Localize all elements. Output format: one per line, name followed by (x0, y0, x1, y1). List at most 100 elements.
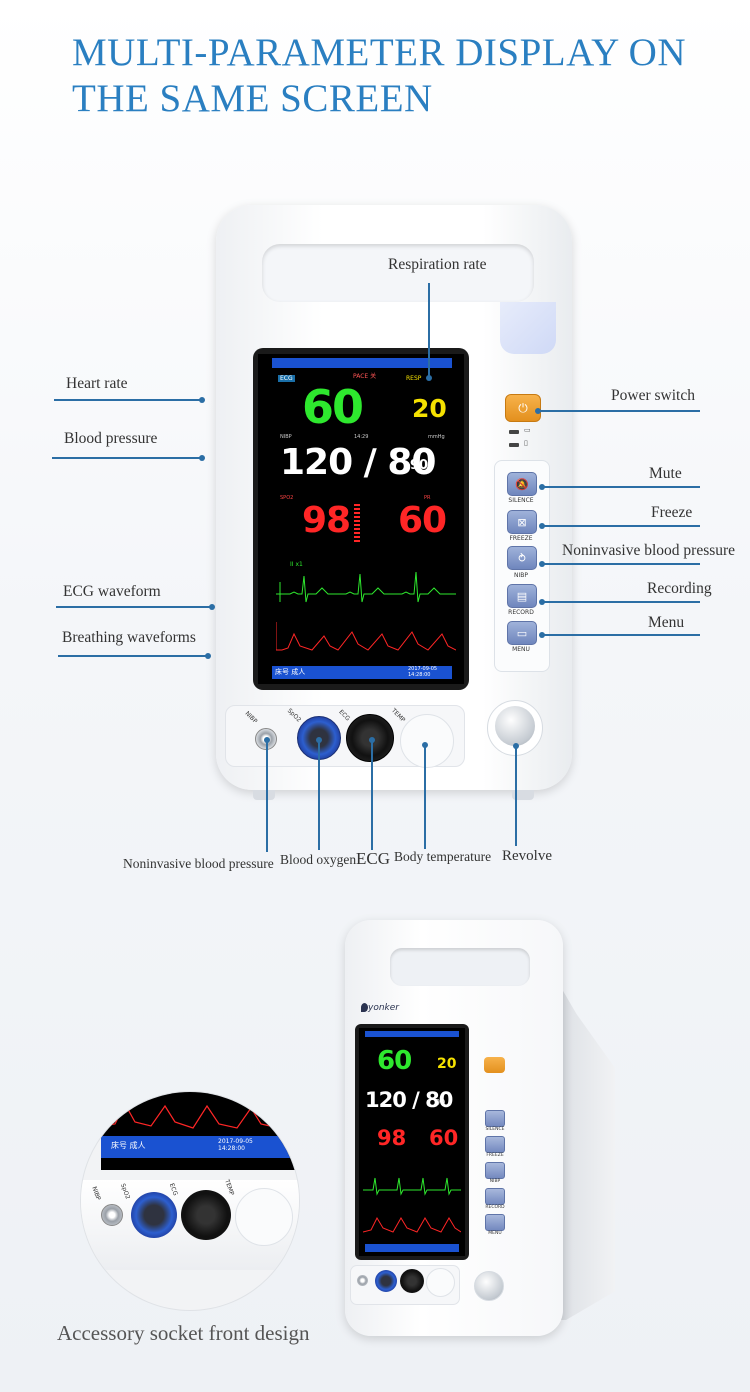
monitor-2-silence-button[interactable] (485, 1110, 505, 1127)
heart-rate-callout: Heart rate (66, 375, 128, 392)
freeze-button[interactable]: ⊠ (507, 510, 537, 534)
freeze-icon: ⊠ (517, 515, 527, 529)
monitor-2-screen: 60 20 120 / 80 90 98 60 (359, 1028, 465, 1256)
closeup-temp-socket (235, 1188, 293, 1246)
blood-oxygen-callout: Blood oxygen (280, 852, 357, 867)
freeze-callout-line (542, 525, 700, 527)
screen-bottom-bar (272, 666, 452, 679)
ecg-waveform (276, 571, 456, 603)
monitor-2-record-button[interactable] (485, 1188, 505, 1205)
menu-callout-dot (539, 632, 545, 638)
screen-datetime: 2017-09-05 14:28:00 (408, 666, 448, 678)
respiration-rate-callout: Respiration rate (388, 256, 487, 273)
screen-top-bar (272, 358, 452, 368)
monitor-2-handle (390, 948, 530, 986)
power-icon: ⏻ (518, 400, 528, 415)
monitor-2-top-bar (365, 1031, 459, 1037)
monitor-2-spo2: 98 (377, 1126, 407, 1150)
monitor-2-menu-button[interactable] (485, 1214, 505, 1231)
recording-callout-dot (539, 599, 545, 605)
battery-icon: ▯ (524, 439, 528, 447)
silence-button[interactable]: 🔕 (507, 472, 537, 496)
brand-name: yonker (368, 1003, 399, 1013)
battery-indicator-led (509, 443, 519, 447)
revolve-callout: Revolve (502, 848, 552, 864)
monitor-2-power-button[interactable] (484, 1057, 505, 1073)
body-temperature-callout-line (424, 745, 426, 849)
blood-pressure-callout-dot (199, 455, 205, 461)
pr-label: PR (424, 495, 431, 501)
monitor-2-freeze-label: FREEZE (486, 1153, 504, 1158)
closeup-ecg-socket (181, 1190, 231, 1240)
mute-callout-line (542, 486, 700, 488)
screen-date: 2017-09-05 (408, 666, 438, 672)
monitor-2-pulse-rate: 60 (429, 1126, 459, 1150)
monitor-screen: ECG PACE 关 RESP 60 20 NIBP 14:29 mmHg 12… (258, 354, 464, 684)
record-button[interactable]: ▤ (507, 584, 537, 608)
record-icon: ▤ (516, 589, 528, 603)
body-temperature-callout: Body temperature (394, 849, 492, 864)
monitor-handle (262, 244, 534, 302)
freeze-label: FREEZE (509, 535, 533, 542)
monitor-2-temp-socket (426, 1268, 455, 1297)
monitor-2-record-label: RECORD (485, 1205, 505, 1210)
power-switch-callout-line (538, 410, 700, 412)
closeup-nibp-socket (101, 1204, 123, 1226)
heart-rate-callout-dot (199, 397, 205, 403)
mute-icon: 🔕 (515, 477, 529, 491)
rotary-knob[interactable] (495, 706, 535, 746)
monitor-foot-left (253, 790, 275, 800)
bottom-nibp-callout: Noninvasive blood pressure (123, 856, 274, 871)
ac-indicator-led (509, 430, 519, 434)
closeup-time: 14:28:00 (218, 1145, 245, 1152)
record-label: RECORD (508, 609, 534, 616)
respiration-rate-value: 20 (412, 394, 447, 423)
ecg-callout: ECG (356, 849, 390, 868)
monitor-2-bp: 120 / 80 (365, 1088, 453, 1112)
monitor-foot-right (512, 790, 534, 800)
freeze-callout: Freeze (651, 504, 693, 521)
respiration-callout-dot (426, 375, 432, 381)
page-headline: MULTI-PARAMETER DISPLAY ON THE SAME SCRE… (72, 30, 712, 122)
alarm-light-bar (500, 302, 556, 354)
breathing-waveforms-callout-line (58, 655, 208, 657)
revolve-callout-line (515, 746, 517, 846)
monitor-2-spo2-socket (375, 1270, 397, 1292)
temp-socket[interactable] (400, 714, 454, 768)
nibp-label: NIBP (514, 572, 528, 579)
monitor-2-ecg-socket (400, 1269, 424, 1293)
headline-line-1: MULTI-PARAMETER DISPLAY ON (72, 31, 686, 74)
nibp-callout-dot (539, 561, 545, 567)
closeup-bed-label: 床号 成人 (111, 1141, 146, 1150)
nibp-button[interactable]: ⥁ (507, 546, 537, 570)
menu-button[interactable]: ▭ (507, 621, 537, 645)
monitor-2-nibp-socket (357, 1275, 368, 1286)
bed-patient-type: 床号 成人 (275, 668, 306, 676)
mute-callout: Mute (649, 465, 682, 482)
ecg-waveform-callout-dot (209, 604, 215, 610)
pace-label: PACE 关 (353, 373, 377, 380)
spo2-label: SPO2 (280, 495, 294, 501)
ecg-label: ECG (278, 375, 295, 382)
monitor-2-resp-rate: 20 (437, 1056, 457, 1072)
power-switch-callout-dot (535, 408, 541, 414)
blood-oxygen-callout-line (318, 740, 320, 850)
socket-closeup: 床号 成人 2017-09-05 14:28:00 NIBP SpO2 ECG … (81, 1092, 299, 1310)
monitor-2-ecg-waveform (363, 1177, 461, 1196)
brand-logo-icon (361, 1003, 368, 1012)
nibp-unit: mmHg (428, 434, 445, 440)
monitor-2-nibp-button[interactable] (485, 1162, 505, 1179)
resp-label: RESP (406, 375, 422, 382)
heart-rate-value: 60 (302, 380, 364, 434)
recording-callout: Recording (647, 580, 712, 597)
menu-callout: Menu (648, 614, 685, 631)
ecg-callout-dot (369, 737, 375, 743)
blood-pressure-callout-line (52, 457, 202, 459)
ecg-waveform-callout: ECG waveform (63, 583, 161, 600)
revolve-callout-dot (513, 743, 519, 749)
monitor-2-nibp-label: NIBP (489, 1179, 501, 1184)
monitor-2-freeze-button[interactable] (485, 1136, 505, 1153)
blood-pressure-value: 120 / 80 (280, 442, 436, 483)
ecg-lead-label: II x1 (290, 561, 303, 568)
monitor-2-bottom-bar (365, 1244, 459, 1252)
